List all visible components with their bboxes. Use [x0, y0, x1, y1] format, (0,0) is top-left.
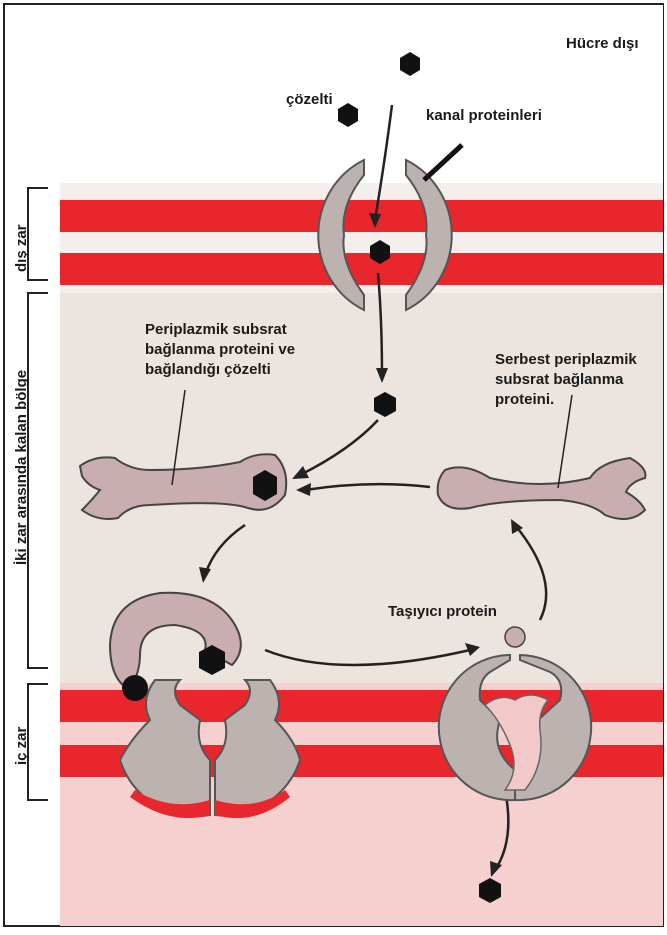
bound-protein-label: Periplazmik subsrat bağlanma proteini ve…	[145, 320, 295, 380]
free-protein-label-line: proteini.	[495, 390, 637, 410]
outer-membrane-stripe-bottom	[60, 253, 663, 285]
docked-protein-knob	[122, 675, 148, 701]
outer-membrane-label: dış zar	[13, 224, 30, 272]
free-protein-label: Serbest periplazmik subsrat bağlanma pro…	[495, 350, 637, 410]
bound-protein-label-line: Periplazmik subsrat	[145, 320, 295, 340]
periplasm-label: İki zar arasında kalan bölge	[13, 370, 30, 565]
channel-proteins-label: kanal proteinleri	[426, 106, 542, 126]
side-brackets	[28, 188, 48, 800]
outer-membrane-stripe-top	[60, 200, 663, 232]
bound-protein-label-line: bağlandığı çözelti	[145, 360, 295, 380]
inner-membrane-label: iç zar	[13, 727, 30, 765]
carrier-top-knob	[505, 627, 525, 647]
free-protein-label-line: Serbest periplazmik	[495, 350, 637, 370]
bound-protein-label-line: bağlanma proteini ve	[145, 340, 295, 360]
carrier-protein-label: Taşıyıcı protein	[388, 602, 497, 622]
free-protein-label-line: subsrat bağlanma	[495, 370, 637, 390]
solute-label: çözelti	[286, 90, 333, 110]
extracellular-label: Hücre dışı	[566, 34, 639, 54]
extracellular-region	[60, 5, 663, 183]
